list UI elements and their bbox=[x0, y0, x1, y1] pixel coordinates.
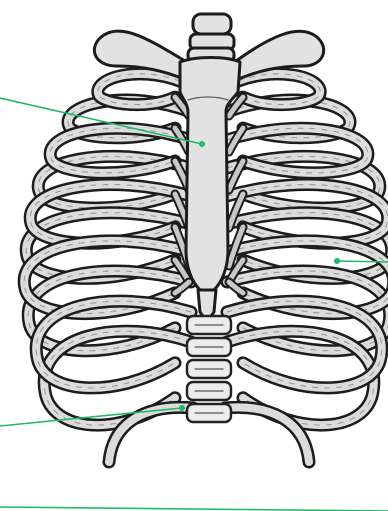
leader-costal-cartilage bbox=[337, 261, 388, 262]
leader-vertebra-tip bbox=[179, 405, 185, 411]
vertebra-top bbox=[193, 14, 231, 34]
lower-spine bbox=[187, 316, 231, 422]
leader-sternum-tip bbox=[199, 141, 205, 147]
upper-spine bbox=[188, 14, 234, 62]
leader-costal-cartilage-tip bbox=[334, 258, 340, 264]
